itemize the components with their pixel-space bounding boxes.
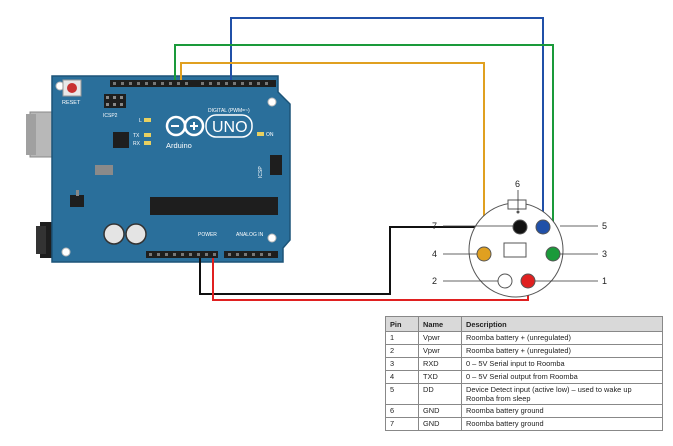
- arduino-board: [51, 75, 291, 263]
- pin-label-2: 2: [432, 276, 437, 286]
- wire-green: [174, 44, 554, 224]
- table-cell: Roomba battery ground: [461, 404, 663, 418]
- wire-blue: [230, 17, 544, 224]
- table-row: 4 TXD 0 – 5V Serial output from Roomba: [385, 370, 663, 384]
- main-chip: [150, 197, 278, 215]
- capacitor: [125, 223, 147, 245]
- column-header: Pin: [385, 316, 419, 332]
- table-cell: 5: [385, 383, 419, 405]
- pin-description-table: Pin Name Description 1 Vpwr Roomba batte…: [385, 316, 663, 431]
- table-cell: Vpwr: [418, 344, 462, 358]
- pin-2: [497, 273, 513, 289]
- pin-1: [520, 273, 536, 289]
- digital-label: DIGITAL (PWM=~): [208, 108, 250, 114]
- table-cell: 0 – 5V Serial input to Roomba: [461, 357, 663, 371]
- table-row: 3 RXD 0 – 5V Serial input to Roomba: [385, 357, 663, 371]
- icsp-label: ICSP: [258, 166, 264, 178]
- column-header: Description: [461, 316, 663, 332]
- table-cell: 3: [385, 357, 419, 371]
- table-cell: 0 – 5V Serial output from Roomba: [461, 370, 663, 384]
- pin-label-3: 3: [602, 249, 607, 259]
- pin-3: [545, 246, 561, 262]
- table-row: 5 DD Device Detect input (active low) – …: [385, 383, 663, 405]
- table-row: 1 Vpwr Roomba battery + (unregulated): [385, 331, 663, 345]
- table-cell: Vpwr: [418, 331, 462, 345]
- reset-label: RESET: [62, 100, 81, 106]
- table-row: 2 Vpwr Roomba battery + (unregulated): [385, 344, 663, 358]
- uno-logo-text: UNO: [212, 119, 248, 136]
- pin-6: [516, 210, 520, 214]
- table-row: 6 GND Roomba battery ground: [385, 404, 663, 418]
- pin-label-6: 6: [515, 179, 520, 189]
- table-cell: RXD: [418, 357, 462, 371]
- table-cell: 2: [385, 344, 419, 358]
- pin-label-4: 4: [432, 249, 437, 259]
- wire-orange: [180, 62, 485, 254]
- table-cell: Roomba battery ground: [461, 417, 663, 431]
- led-on-label: ON: [266, 132, 274, 138]
- wire-black: [199, 226, 520, 295]
- led-l-label: L: [139, 118, 142, 124]
- table-cell: 1: [385, 331, 419, 345]
- led-tx-label: TX: [133, 133, 140, 139]
- capacitor: [103, 223, 125, 245]
- table-cell: TXD: [418, 370, 462, 384]
- mini-din-connector: [468, 199, 564, 298]
- table-cell: GND: [418, 404, 462, 418]
- table-cell: Roomba battery + (unregulated): [461, 344, 663, 358]
- table-cell: Roomba battery + (unregulated): [461, 331, 663, 345]
- pin-5: [535, 219, 551, 235]
- brand-label: Arduino: [166, 141, 192, 150]
- table-cell: 4: [385, 370, 419, 384]
- table-cell: Device Detect input (active low) – used …: [461, 383, 663, 405]
- icsp2-label: ICSP2: [103, 113, 118, 119]
- pin-label-7: 7: [432, 221, 437, 231]
- analog-header: [224, 251, 278, 258]
- table-row: 7 GND Roomba battery ground: [385, 417, 663, 431]
- table-header-row: Pin Name Description: [385, 316, 663, 332]
- arduino-logo: [165, 114, 253, 138]
- pin-7: [512, 219, 528, 235]
- power-label: POWER: [198, 232, 217, 238]
- digital-header: [110, 80, 276, 87]
- table-cell: DD: [418, 383, 462, 405]
- pin-4: [476, 246, 492, 262]
- table-cell: 7: [385, 417, 419, 431]
- table-cell: 6: [385, 404, 419, 418]
- led-rx-label: RX: [133, 141, 141, 147]
- analog-label: ANALOG IN: [236, 232, 264, 238]
- pin-label-1: 1: [602, 276, 607, 286]
- column-header: Name: [418, 316, 462, 332]
- table-cell: GND: [418, 417, 462, 431]
- usb-chip: [113, 132, 129, 148]
- pin-label-5: 5: [602, 221, 607, 231]
